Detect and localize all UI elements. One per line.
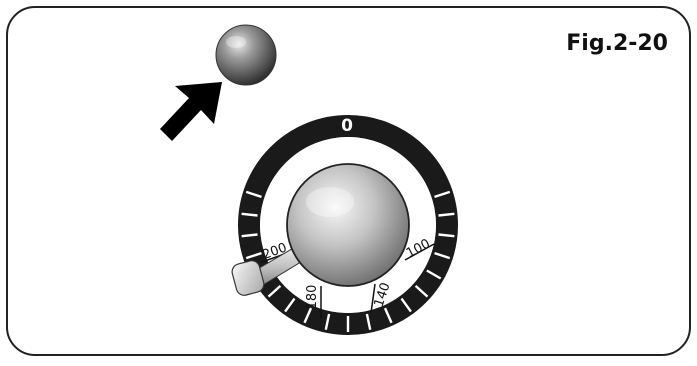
dial-tick-3 (434, 251, 451, 260)
dial-knob[interactable] (286, 163, 410, 287)
scale-mark-140 (370, 283, 376, 314)
arrow-icon (160, 82, 222, 141)
dial-tick-4 (426, 269, 442, 280)
scale-label-180: 180 (305, 285, 320, 310)
dial-tick-2 (438, 233, 455, 238)
dial-tick-5 (414, 285, 429, 298)
dial-tick-8 (365, 313, 372, 330)
dial-tick-7 (383, 307, 393, 324)
dial-pointer-cap (231, 260, 265, 296)
dial-tick-15 (245, 251, 262, 260)
dial-zero-label: 0 (341, 116, 353, 136)
dial-tick-12 (284, 297, 296, 313)
scale-mark-100 (404, 243, 435, 261)
dial-tick-6 (400, 297, 412, 313)
figure-label: Fig.2-20 (566, 31, 668, 56)
dial-tick-13 (267, 285, 282, 298)
dial-tick-0 (434, 190, 451, 199)
dial-tick-11 (303, 307, 313, 324)
indicator-lamp-icon (215, 24, 277, 86)
scale-label-140: 140 (372, 281, 394, 309)
dial-tick-10 (324, 313, 331, 330)
dial-tick-17 (241, 212, 258, 217)
dial-tick-1 (438, 212, 455, 217)
dial-tick-18 (245, 190, 262, 199)
dial-tick-16 (241, 233, 258, 238)
temperature-dial: 0 100 140 180 200 (231, 115, 458, 335)
